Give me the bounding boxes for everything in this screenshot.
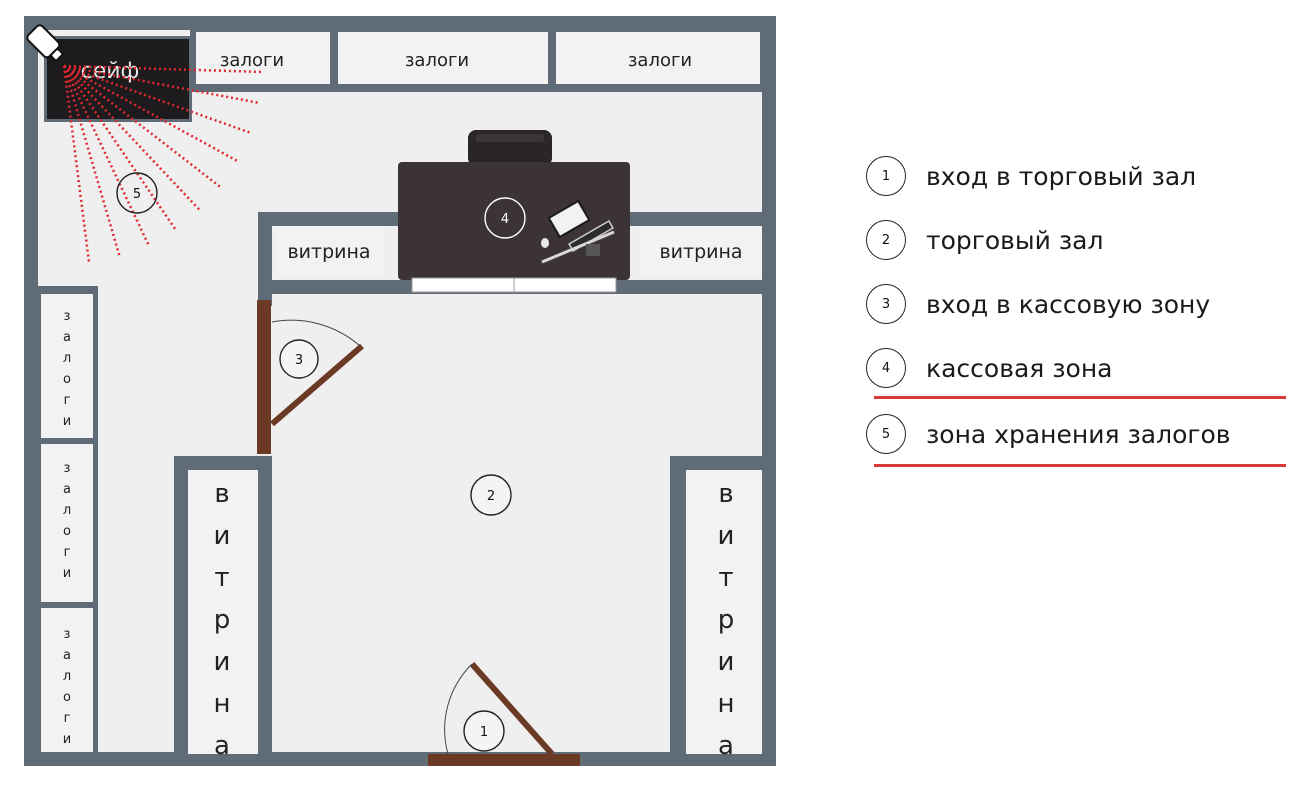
legend-highlight-line [874,464,1286,467]
laser-ray [63,65,223,190]
legend-label: вход в торговый зал [926,161,1197,191]
showcase-tall-left [174,456,272,756]
side-pledge-label-2: залоги [63,461,71,581]
label-letter: г [64,545,71,560]
side-pledge-shelves [36,286,98,756]
showcase-tall-right [670,456,776,756]
side-pledge-label-1: залоги [63,309,71,429]
label-letter: а [63,648,71,663]
camera-icon [26,24,64,62]
marker-1: 1 [463,710,505,752]
laser-ray [63,64,253,135]
label-letter: н [214,689,231,719]
legend-highlight-line [874,396,1286,399]
legend-label: торговый зал [926,225,1104,255]
legend-number: 2 [866,220,906,260]
floor [24,16,776,766]
showcase-left-small: витрина [274,226,384,278]
marker-2: 2 [470,474,512,516]
label-letter: о [63,372,71,387]
laser-ray [63,64,241,164]
legend-item-1: 1 вход в торговый зал [866,154,1196,198]
label-letter: з [64,309,71,324]
label-letter: в [718,479,733,509]
label-letter: а [63,482,71,497]
label-letter: т [718,563,733,593]
label-letter: т [214,563,229,593]
label-letter: и [63,732,71,747]
label-letter: а [63,330,71,345]
label-letter: г [64,393,71,408]
label-letter: и [63,566,71,581]
label-letter: и [214,521,231,551]
legend-number: 4 [866,348,906,388]
floor-plan: залоги залоги залоги сейф залоги залоги … [24,16,776,766]
legend-number: 3 [866,284,906,324]
top-pledge-label-1: залоги [220,50,284,71]
label-letter: о [63,524,71,539]
label-letter: з [64,461,71,476]
legend-number: 1 [866,156,906,196]
label-letter: р [214,605,231,635]
label-letter: в [214,479,229,509]
laser-ray [62,65,178,233]
label-letter: а [214,731,230,761]
legend-item-3: 3 вход в кассовую зону [866,282,1210,326]
showcase-tall-right-label: витрина [718,479,735,761]
svg-text:1: 1 [480,725,488,740]
label-letter: л [63,503,71,518]
label-letter: и [63,414,71,429]
svg-text:5: 5 [133,187,141,202]
showcase-right-small: витрина [640,226,762,278]
showcase-right-small-label: витрина [659,241,742,263]
laser-ray [63,65,203,213]
safe: сейф [44,36,192,122]
label-letter: л [63,669,71,684]
label-letter: а [718,731,734,761]
label-letter: и [718,647,735,677]
marker-3: 3 [279,339,319,379]
top-pledge-label-2: залоги [405,50,469,71]
svg-text:2: 2 [487,489,495,504]
door-3 [257,300,364,454]
showcase-tall-left-label: витрина [214,479,231,761]
door-1 [428,662,580,766]
legend-item-5: 5 зона хранения залогов [866,412,1231,456]
label-letter: л [63,351,71,366]
label-letter: г [64,711,71,726]
svg-text:3: 3 [295,353,303,368]
legend-label: вход в кассовую зону [926,289,1211,319]
label-letter: и [718,521,735,551]
showcase-left-small-label: витрина [287,241,370,263]
laser-ray [63,64,261,105]
label-letter: и [214,647,231,677]
label-letter: з [64,627,71,642]
legend-number: 5 [866,414,906,454]
legend-label: зона хранения залогов [926,419,1231,449]
label-letter: о [63,690,71,705]
laser-ray [62,65,122,259]
side-pledge-label-3: залоги [63,627,71,747]
cashier-desk [398,130,630,293]
computer-icon [541,199,615,264]
legend-item-4: 4 кассовая зона [866,346,1113,390]
svg-text:4: 4 [501,212,509,227]
legend-item-2: 2 торговый зал [866,218,1103,262]
label-letter: н [718,689,735,719]
marker-4: 4 [484,197,526,239]
laser-coverage [62,64,264,265]
laser-ray [62,65,151,248]
marker-5: 5 [116,172,158,214]
laser-ray [62,65,91,265]
top-pledge-label-3: залоги [628,50,692,71]
top-pledge-shelves: залоги залоги залоги [190,28,764,92]
legend-label: кассовая зона [926,353,1113,383]
label-letter: р [718,605,735,635]
laser-ray [63,64,264,74]
